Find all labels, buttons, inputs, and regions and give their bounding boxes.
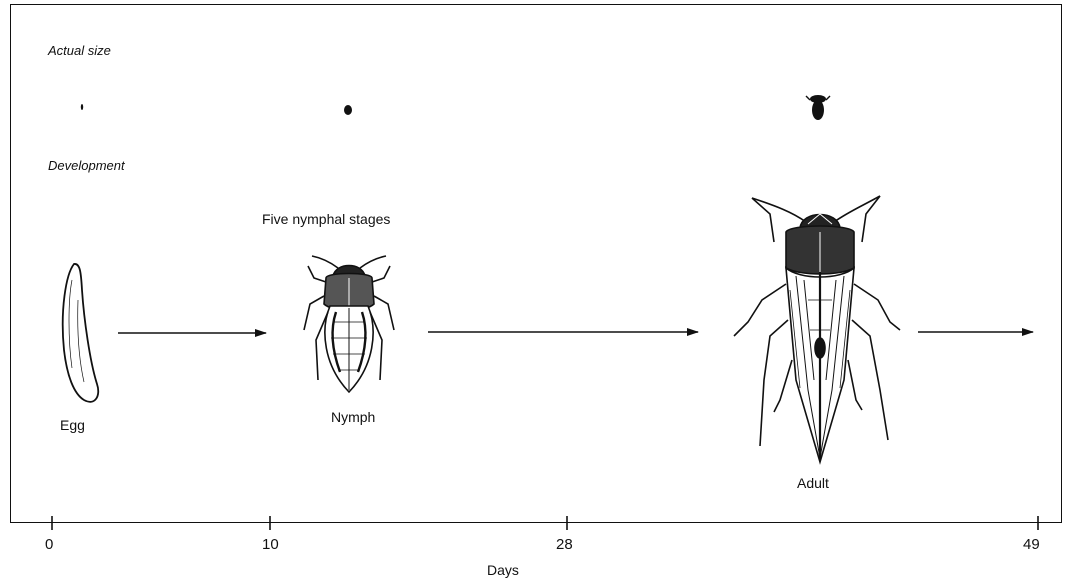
- egg-actual-size-icon: [81, 104, 83, 110]
- adult-actual-size-icon: [806, 95, 830, 120]
- nymph-icon: [304, 256, 394, 392]
- arrows: [118, 332, 1033, 333]
- egg-icon: [63, 264, 99, 402]
- axis-ticks: [52, 516, 1038, 530]
- nymph-actual-size-icon: [344, 105, 352, 115]
- adult-icon: [734, 196, 900, 462]
- actual-size-specimens: [81, 95, 830, 120]
